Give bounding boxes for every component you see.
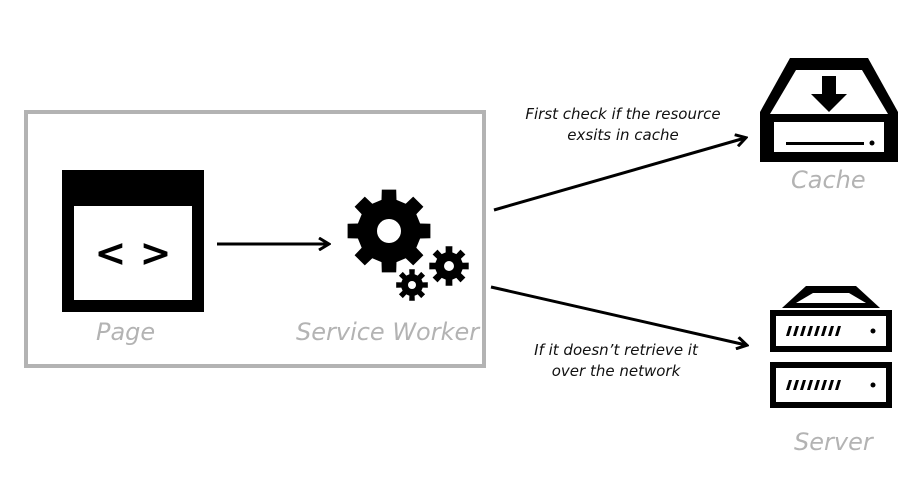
server-label: Server — [794, 428, 873, 456]
network-note-line-1: If it doesn’t retrieve it — [534, 341, 698, 359]
worker-to-cache-arrow — [493, 138, 745, 212]
server-slot — [800, 380, 806, 390]
server-led-top — [870, 328, 876, 334]
server-slot — [793, 380, 799, 390]
server-slot — [835, 326, 841, 336]
service-worker-label: Service Worker — [296, 318, 480, 346]
cache-label: Cache — [791, 166, 866, 194]
server-slot — [800, 326, 806, 336]
browser-window-icon: < > — [62, 170, 204, 312]
network-retrieve-note: If it doesn’t retrieve it over the netwo… — [510, 340, 722, 382]
cache-check-note: First check if the resource exsits in ca… — [510, 104, 736, 146]
worker-to-server-arrow — [490, 285, 746, 345]
server-slot — [814, 326, 820, 336]
origin-frame — [24, 110, 486, 368]
server-slot — [828, 380, 834, 390]
server-slot — [807, 380, 813, 390]
server-slot — [793, 326, 799, 336]
cache-note-line-2: exsits in cache — [567, 126, 679, 144]
cache-drive-icon — [760, 58, 898, 162]
server-unit-top — [786, 326, 841, 336]
network-note-line-2: over the network — [551, 362, 681, 380]
page-label: Page — [96, 318, 156, 346]
server-slot — [786, 380, 792, 390]
server-icon — [770, 286, 892, 408]
server-unit-bottom — [786, 380, 841, 390]
server-slot — [821, 326, 827, 336]
server-slot — [814, 380, 820, 390]
gears-icon — [347, 189, 469, 301]
server-led-bottom — [870, 382, 876, 388]
cache-note-line-1: First check if the resource — [525, 105, 721, 123]
server-slot — [821, 380, 827, 390]
server-slot — [786, 326, 792, 336]
server-slot — [807, 326, 813, 336]
server-slot — [828, 326, 834, 336]
server-slot — [835, 380, 841, 390]
code-glyph: < > — [95, 231, 172, 275]
